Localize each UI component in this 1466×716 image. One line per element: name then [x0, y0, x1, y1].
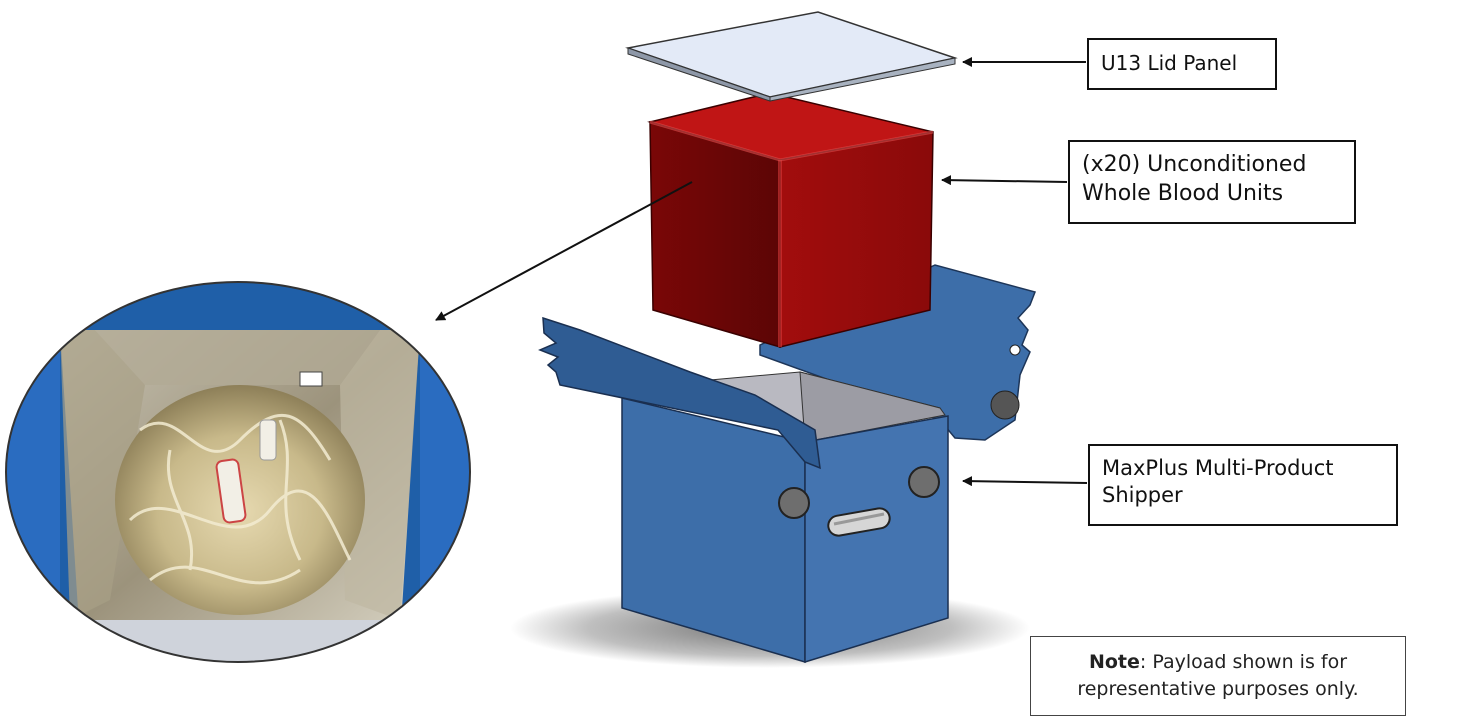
note-text-line1: : Payload shown is for	[1139, 651, 1348, 673]
shipper-box	[538, 264, 1036, 664]
payload-photo-inset	[6, 282, 470, 662]
arrow-photo-inset	[435, 181, 693, 321]
arrow-blood-units	[941, 175, 1068, 186]
lid-panel-label: U13 Lid Panel	[1087, 38, 1277, 90]
payload-cube	[647, 92, 934, 348]
note-box: Note: Payload shown is for representativ…	[1030, 636, 1406, 716]
arrow-shipper	[962, 476, 1088, 487]
shipper-label-line1: MaxPlus Multi-Product	[1102, 456, 1334, 480]
note-label: Note	[1088, 651, 1140, 673]
blood-units-label-line1: (x20) Unconditioned	[1082, 152, 1307, 177]
shipper-label-line2: Shipper	[1102, 483, 1183, 508]
shipper-label: MaxPlus Multi-Product Shipper	[1088, 444, 1398, 526]
handle-hole-icon	[778, 487, 810, 519]
handle-hole-icon	[908, 466, 940, 498]
lid-panel-label-text: U13 Lid Panel	[1101, 51, 1238, 75]
shipper-left-flap	[538, 316, 821, 470]
blood-units-label: (x20) Unconditioned Whole Blood Units	[1068, 140, 1356, 224]
blood-units-label-line2: Whole Blood Units	[1082, 180, 1284, 206]
shipper-side-face	[804, 415, 949, 664]
lid-panel	[625, 11, 958, 102]
flap-hole-icon	[990, 390, 1020, 420]
note-text-line2: representative purposes only.	[1077, 677, 1359, 700]
photo-inset-frame	[5, 281, 471, 663]
payload-side-face	[779, 131, 934, 348]
